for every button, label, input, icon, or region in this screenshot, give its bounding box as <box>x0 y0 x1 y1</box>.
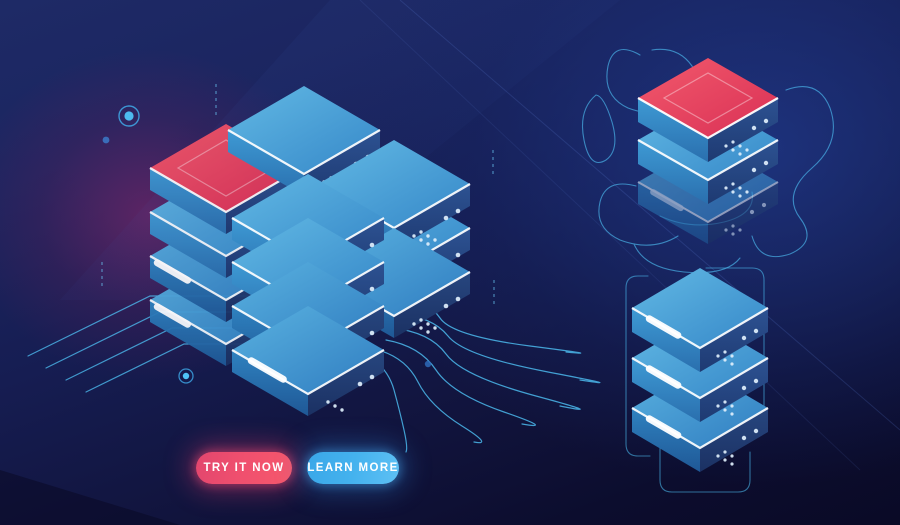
ring-circle <box>118 105 140 127</box>
learn-more-button[interactable]: LEARN MORE <box>307 452 399 484</box>
upper-right-server-stack <box>637 58 779 244</box>
dashed-vertical-lines <box>101 84 495 304</box>
cta-button-group: TRY IT NOW LEARN MORE <box>0 452 900 492</box>
server-unit <box>631 268 769 372</box>
server-unit <box>227 86 381 196</box>
top-red-server <box>637 58 779 162</box>
glow-dots <box>102 136 432 384</box>
lower-right-server-stack <box>631 268 769 472</box>
main-server-cluster <box>149 86 471 416</box>
server-unit <box>231 306 385 416</box>
try-it-now-button[interactable]: TRY IT NOW <box>196 452 292 484</box>
